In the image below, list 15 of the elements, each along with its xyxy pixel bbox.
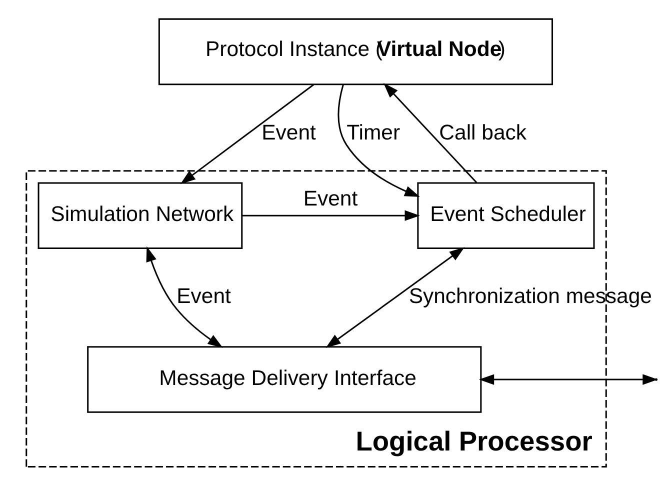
- node-box: Simulation Network: [38, 182, 243, 249]
- arrow: [326, 247, 465, 348]
- edge-label: Timer: [346, 120, 400, 144]
- edge-label: Event: [262, 120, 316, 144]
- edge-label: Event: [303, 186, 358, 210]
- arrow: [478, 374, 658, 385]
- arrow: [180, 84, 314, 184]
- node-box: Message Delivery Interface: [87, 346, 482, 413]
- arrow: [146, 246, 223, 348]
- edge-label: Synchronization message: [408, 284, 652, 308]
- edge-label: Call back: [439, 120, 527, 144]
- arrow: [338, 84, 420, 197]
- arrow: [242, 210, 420, 221]
- node-box: Event Scheduler: [417, 182, 595, 249]
- edge-label: Event: [176, 284, 231, 308]
